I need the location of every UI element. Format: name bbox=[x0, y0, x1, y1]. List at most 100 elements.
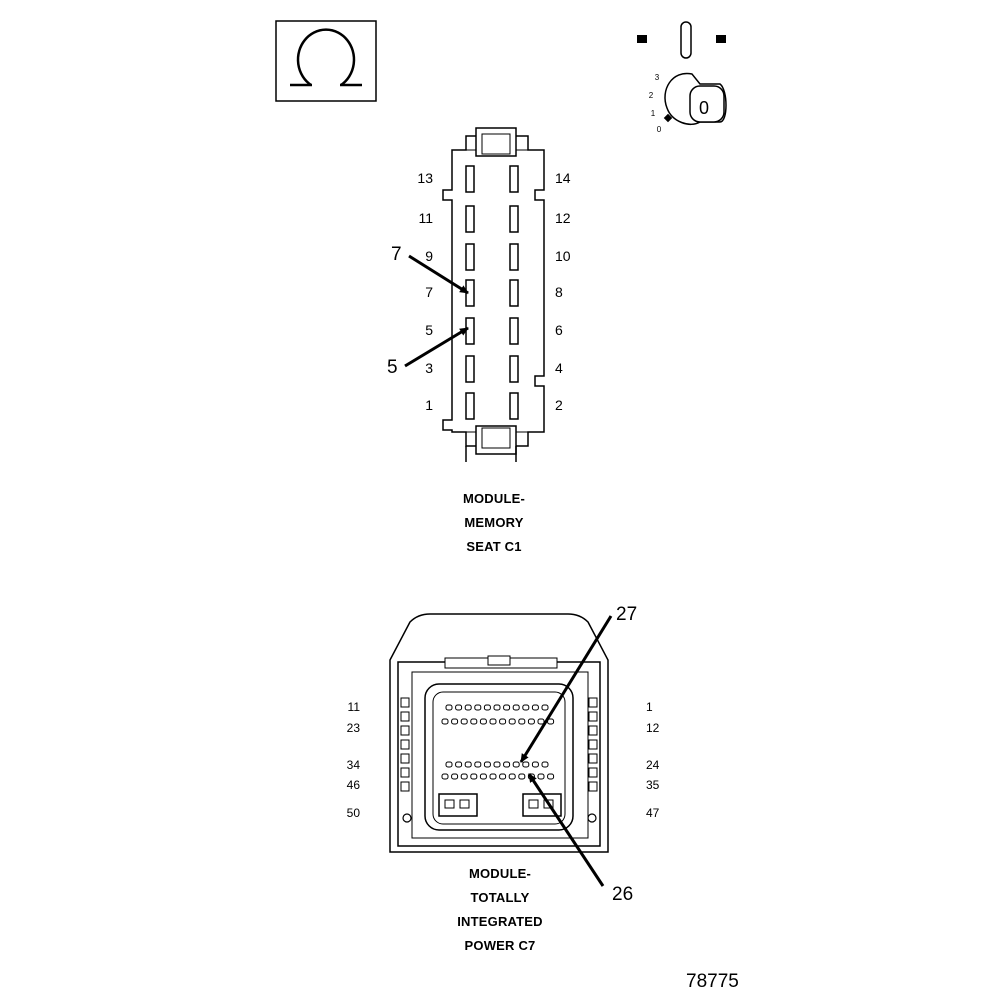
callout-label-7: 7 bbox=[391, 244, 402, 265]
pin-cavity bbox=[465, 317, 475, 345]
omega-resistance-icon bbox=[275, 20, 377, 102]
pin-cavity bbox=[483, 704, 491, 711]
pin-cavity bbox=[509, 165, 519, 193]
pin-label-right: 10 bbox=[555, 248, 571, 264]
figure-number: 78775 bbox=[686, 971, 739, 992]
pin-label-left: 34 bbox=[347, 758, 361, 772]
caption-c1-line: MODULE- bbox=[462, 491, 526, 506]
pin-cavity bbox=[499, 718, 507, 725]
connector-rib bbox=[400, 767, 410, 778]
pin-cavity bbox=[512, 761, 520, 768]
callout-arrow-pin-5 bbox=[404, 326, 469, 368]
pin-cavity bbox=[518, 718, 526, 725]
connector-rib bbox=[400, 697, 410, 708]
pin-cavity bbox=[537, 718, 545, 725]
pin-cavity bbox=[541, 704, 549, 711]
callout-label-5: 5 bbox=[387, 357, 398, 378]
pin-label-left: 11 bbox=[348, 700, 361, 714]
pin-cavity bbox=[479, 773, 487, 780]
pin-cavity bbox=[479, 718, 487, 725]
pin-cavity bbox=[537, 773, 545, 780]
pin-cavity bbox=[465, 165, 475, 193]
caption-c7: MODULE- TOTALLY INTEGRATED POWER C7 bbox=[430, 862, 570, 958]
pin-cavity bbox=[465, 243, 475, 271]
pin-cavity bbox=[531, 704, 539, 711]
caption-c7-line: MODULE- bbox=[468, 866, 532, 881]
pin-label-left: 13 bbox=[417, 170, 433, 186]
pin-cavity bbox=[522, 704, 530, 711]
ignition-position-label: 1 bbox=[651, 109, 656, 118]
pin-cavity bbox=[508, 773, 516, 780]
connector-rib bbox=[400, 725, 410, 736]
connector-rib bbox=[588, 697, 598, 708]
connector-rib bbox=[400, 753, 410, 764]
pin-label-right: 6 bbox=[555, 322, 563, 338]
caption-c7-line: TOTALLY bbox=[470, 890, 530, 905]
pin-cavity bbox=[474, 761, 482, 768]
connector-rib bbox=[588, 711, 598, 722]
pin-cavity bbox=[509, 205, 519, 233]
pin-cavity bbox=[493, 704, 501, 711]
pin-label-right: 14 bbox=[555, 170, 571, 186]
pin-cavity bbox=[499, 773, 507, 780]
pin-cavity bbox=[455, 761, 463, 768]
pin-cavity bbox=[465, 392, 475, 420]
pin-cavity bbox=[509, 279, 519, 307]
ignition-position-label: 3 bbox=[655, 73, 660, 82]
pin-label-left: 9 bbox=[425, 248, 433, 264]
connector-c1 bbox=[442, 127, 545, 462]
pin-cavity bbox=[451, 773, 459, 780]
pin-cavity bbox=[465, 205, 475, 233]
connector-rib bbox=[588, 767, 598, 778]
connector-c7 bbox=[389, 613, 609, 853]
callout-label-26: 26 bbox=[612, 884, 633, 905]
connector-rib bbox=[588, 753, 598, 764]
caption-c1-line: MEMORY bbox=[464, 515, 524, 530]
connector-rib bbox=[588, 739, 598, 750]
pin-label-left: 3 bbox=[425, 360, 433, 376]
callout-arrow-pin-27 bbox=[519, 615, 613, 763]
caption-c1: MODULE- MEMORY SEAT C1 bbox=[430, 487, 558, 559]
pin-cavity bbox=[522, 761, 530, 768]
connector-rib bbox=[400, 781, 410, 792]
pin-label-right: 47 bbox=[646, 806, 660, 820]
pin-cavity bbox=[527, 718, 535, 725]
ignition-position-label: 0 bbox=[657, 125, 662, 134]
pin-cavity bbox=[460, 718, 468, 725]
pin-label-right: 12 bbox=[646, 721, 660, 735]
connector-rib bbox=[588, 781, 598, 792]
pin-label-right: 1 bbox=[646, 700, 653, 714]
pin-cavity bbox=[465, 355, 475, 383]
pin-cavity bbox=[508, 718, 516, 725]
connector-rib bbox=[400, 711, 410, 722]
pin-cavity bbox=[470, 718, 478, 725]
pin-cavity bbox=[493, 761, 501, 768]
key-label: 0 bbox=[699, 98, 709, 118]
pin-cavity bbox=[451, 718, 459, 725]
pin-label-right: 35 bbox=[646, 778, 660, 792]
callout-arrow-pin-26 bbox=[527, 773, 605, 887]
pin-label-left: 46 bbox=[347, 778, 361, 792]
caption-c7-line: POWER C7 bbox=[464, 938, 536, 953]
ignition-position-label: 2 bbox=[649, 91, 654, 100]
pin-cavity bbox=[509, 355, 519, 383]
pin-cavity bbox=[474, 704, 482, 711]
pin-label-right: 4 bbox=[555, 360, 563, 376]
caption-c7-line: INTEGRATED bbox=[457, 914, 543, 929]
pin-cavity bbox=[470, 773, 478, 780]
pin-cavity bbox=[503, 761, 511, 768]
pin-cavity bbox=[512, 704, 520, 711]
pin-cavity bbox=[464, 704, 472, 711]
pin-cavity bbox=[460, 773, 468, 780]
pin-cavity bbox=[464, 761, 472, 768]
pin-cavity bbox=[483, 761, 491, 768]
connector-rib bbox=[400, 739, 410, 750]
pin-label-left: 1 bbox=[425, 397, 433, 413]
pin-cavity bbox=[503, 704, 511, 711]
pin-label-left: 5 bbox=[425, 322, 433, 338]
pin-label-right: 8 bbox=[555, 284, 563, 300]
pin-cavity bbox=[455, 704, 463, 711]
callout-arrow-pin-7 bbox=[408, 254, 469, 295]
